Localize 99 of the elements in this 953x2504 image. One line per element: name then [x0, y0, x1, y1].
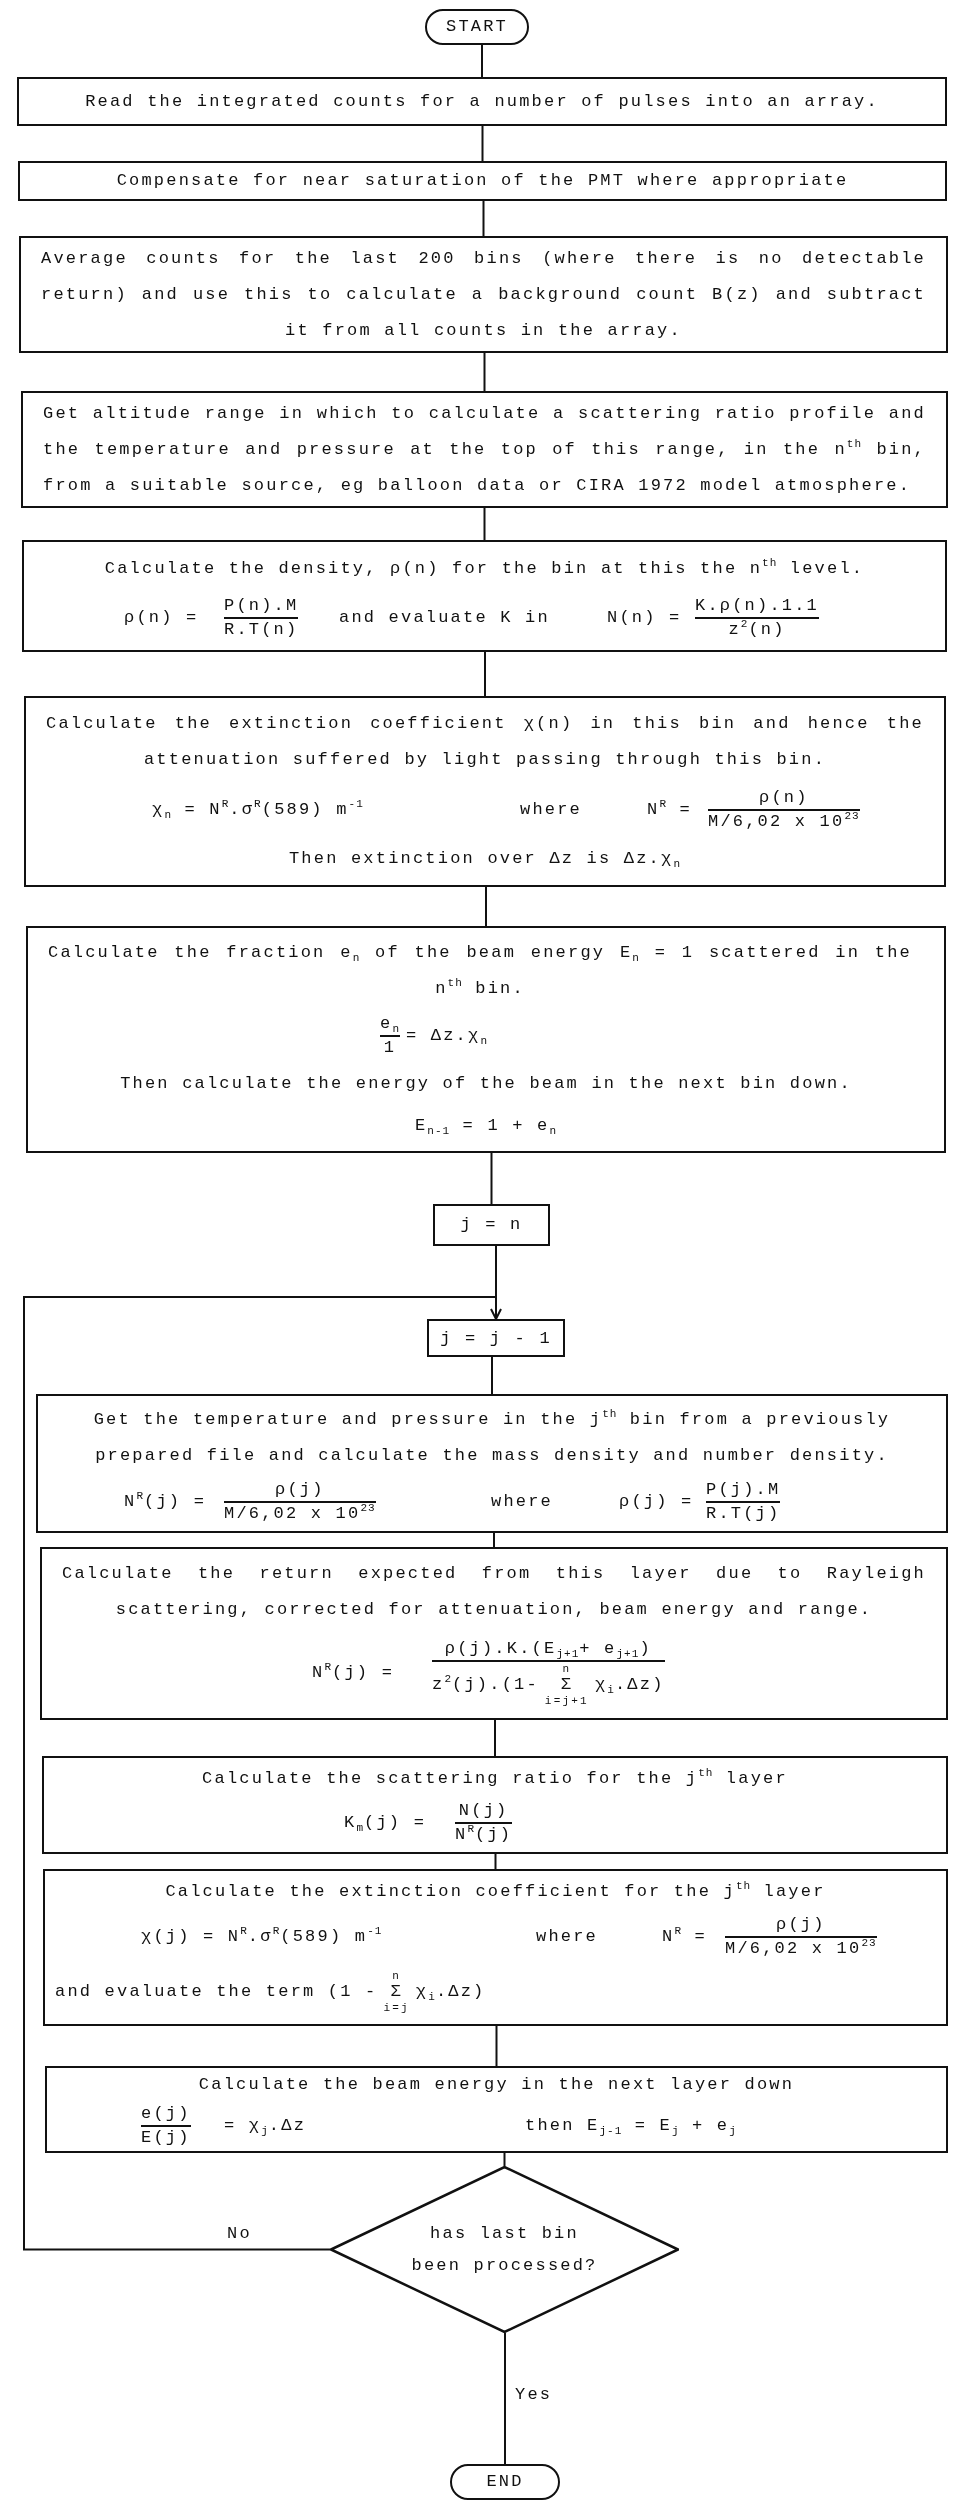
process-box: [42, 1756, 948, 1854]
formula-term: R.T(n): [224, 620, 299, 641]
process-box: [24, 696, 946, 887]
formula-term: = Δz.χ$_{n}$: [406, 1026, 489, 1047]
step-text: Calculate the beam energy in the next layer down: [197, 2074, 796, 2097]
formula-term: K.ρ(n).1.1: [695, 596, 820, 617]
formula-term: where: [491, 1492, 553, 1513]
formula-term: where: [536, 1926, 598, 1947]
formula-term: Σ: [390, 1981, 403, 2002]
connector-line: [504, 2332, 506, 2465]
process-box: [36, 1394, 948, 1533]
process-box: [433, 1204, 550, 1246]
connector-line: [481, 44, 483, 78]
connector-line: [483, 507, 486, 541]
formula-term: n: [562, 1663, 572, 1675]
formula-term: M/6,02 x 10$^{23}$: [725, 1938, 877, 1959]
formula-term: χ$_{i}$.Δz): [415, 1981, 486, 2002]
process-box: [18, 161, 947, 201]
arrow: [23, 1296, 502, 2251]
formula-term: z$^{2}$(n): [728, 620, 786, 641]
formula-term: z$^{2}$(j).(1-: [432, 1675, 539, 1695]
connector-line: [491, 1356, 493, 1395]
formula-term: N$^{R}$(j): [455, 1825, 513, 1845]
terminal-box: [425, 9, 529, 45]
connector-line: [495, 2025, 498, 2067]
formula-term: ρ(j).K.(E$_{j+1}$+ e$_{j+1}$): [444, 1639, 652, 1659]
formula-term: R.T(j): [706, 1504, 781, 1525]
formula-term: N(j): [458, 1801, 509, 1821]
formula-term: ρ(j) =: [619, 1492, 694, 1513]
formula-term: K$_{m}$(j) =: [344, 1813, 427, 1833]
formula-term: and evaluate K in: [339, 608, 550, 629]
formula-term: ρ(j): [776, 1914, 826, 1935]
formula-term: ρ(j): [275, 1480, 325, 1501]
step-text: Then extinction over Δz is Δz.χ$_{n}$: [287, 847, 683, 873]
connector-line: [484, 651, 486, 697]
formula-term: P(n).M: [224, 596, 299, 617]
formula-term: where: [520, 799, 582, 820]
formula-term: N(n) =: [607, 608, 682, 629]
formula-term: χ$_{i}$.Δz): [594, 1675, 665, 1695]
connector-line: [490, 1152, 493, 1205]
step-text: E$_{n-1}$ = 1 + e$_{n}$: [413, 1115, 559, 1140]
formula-term: N$^{R}$ =: [647, 799, 692, 820]
connector-line: [494, 1853, 497, 1870]
process-box: [40, 1547, 948, 1720]
process-box: [22, 540, 947, 652]
formula-term: = χ$_{j}$.Δz: [224, 2115, 307, 2136]
step-text: Calculate the extinction coefficient χ(n) in this bin and hence the attenuation suffered by light passing through this bin.: [45, 713, 925, 772]
formula-term: ρ(n) =: [124, 608, 199, 629]
terminal-box: [450, 2464, 560, 2500]
formula-term: i=j: [383, 2001, 410, 2014]
connector-line: [485, 886, 487, 927]
step-text: Calculate the extinction coefficient for the j$^{th}$ layer: [164, 1879, 827, 1904]
formula-term: N$^{R}$ =: [662, 1926, 707, 1947]
step-text: has last bin been processed?: [410, 2222, 599, 2277]
formula-term: M/6,02 x 10$^{23}$: [708, 811, 860, 832]
formula-term: P(j).M: [706, 1480, 781, 1501]
step-text: Get the temperature and pressure in the j$^{th}$ bin from a previously prepared file and calculate the mass density and number density.: [92, 1407, 892, 1467]
formula-term: M/6,02 x 10$^{23}$: [224, 1504, 376, 1525]
formula-term: then E$_{j-1}$ = E$_{j}$ + e$_{j}$: [525, 2115, 737, 2136]
connector-line: [482, 200, 485, 237]
step-text: Get altitude range in which to calculate a scattering ratio profile and the temperature and pressure at the top of this range, in the n$^{th}$ bin, from a suitable source, eg balloon data or CIRA 1972 model atmosphere.: [42, 402, 927, 497]
step-text: Calculate the scattering ratio for the j$^{th}$ layer: [201, 1766, 789, 1790]
process-box: [26, 926, 946, 1153]
formula-term: n: [392, 1969, 402, 1982]
step-text: Then calculate the energy of the beam in the next bin down.: [119, 1072, 853, 1095]
formula-term: E(j): [141, 2127, 191, 2148]
process-box: [45, 2066, 948, 2153]
process-box: [427, 1319, 565, 1357]
step-text: END: [486, 2471, 524, 2493]
step-text: Calculate the return expected from this layer due to Rayleigh scattering, corrected for attenuation, beam energy and range.: [61, 1563, 927, 1621]
step-text: Read the integrated counts for a number of pulses into an array.: [84, 90, 880, 113]
connector-line: [483, 352, 486, 392]
formula-term: and evaluate the term (1 -: [55, 1981, 378, 2002]
formula-term: ρ(n): [759, 787, 809, 808]
formula-term: N$^{R}$(j) =: [312, 1663, 395, 1683]
connector-line: [493, 1532, 495, 1548]
connector-line: [481, 125, 484, 162]
formula-term: i=j+1: [544, 1695, 589, 1707]
step-text: Calculate the density, ρ(n) for the bin at this the n$^{th}$ level.: [103, 556, 866, 580]
connector-line: [503, 2152, 506, 2167]
process-box: [43, 1869, 948, 2026]
step-text: j = n: [459, 1214, 524, 1236]
step-text: Compensate for near saturation of the PMT where appropriate: [115, 170, 850, 192]
formula-term: 1: [383, 1038, 397, 1059]
step-text: Average counts for the last 200 bins (where there is no detectable return) and use this to calculate a background count B(z) and subtract it from all counts in the array.: [40, 247, 927, 342]
formula-term: χ(j) = N$^{R}$.σ$^{R}$(589) m$^{-1}$: [141, 1926, 383, 1947]
step-text: START: [446, 16, 508, 38]
formula-term: N$^{R}$(j) =: [124, 1492, 207, 1513]
process-box: [17, 77, 947, 126]
formula-term: Σ: [560, 1675, 574, 1695]
connector-line: [494, 1719, 496, 1757]
decision-diamond: [330, 2166, 679, 2333]
formula-term: e(j): [141, 2103, 191, 2124]
formula-term: e$_{n}$: [380, 1014, 401, 1035]
formula-term: χ$_{n}$ = N$^{R}$.σ$^{R}$(589) m$^{-1}$: [152, 799, 364, 820]
process-box: [21, 391, 948, 508]
step-text: Calculate the fraction e$_{n}$ of the beam energy E$_{n}$ = 1 scattered in the n$^{th}$ bin.: [47, 941, 914, 1000]
step-text: j = j - 1: [439, 1328, 553, 1350]
process-box: [19, 236, 948, 353]
